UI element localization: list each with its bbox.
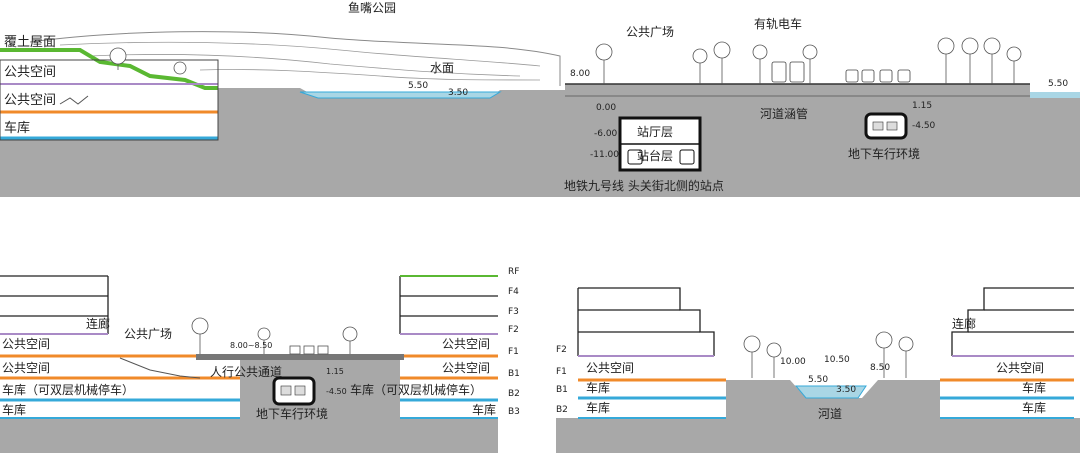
br-floor-label-f1: F1 [556, 367, 567, 377]
green-roof-label: 覆土屋面 [4, 35, 56, 50]
floor-label-rf: RF [508, 267, 519, 277]
garage-double-label-l: 车库（可双层机械停车） [2, 382, 134, 397]
pedestrian-passage-label: 人行公共通道 [210, 365, 282, 379]
elev-plaza-bl: 8.00~8.50 [230, 341, 272, 350]
br-garage-label-r2: 车库 [1022, 400, 1046, 415]
elev-m600: -6.00 [594, 129, 618, 139]
bottom-right-section: F2 F1 B1 B2 公共空间 公共空间 车库 车库 车库 车库 连廊 河道 … [556, 287, 1080, 453]
floor-label-f2: F2 [508, 325, 519, 335]
garage-label-r: 车库 [472, 402, 496, 417]
br-elev-550: 5.50 [808, 375, 828, 385]
park-mound-outline [29, 31, 561, 86]
garage-double-label-r: 车库（可双层机械停车） [350, 382, 482, 397]
right-building-floors [399, 275, 498, 334]
br-elev-850: 8.50 [870, 363, 890, 373]
floor-label-b3: B3 [508, 407, 520, 417]
river-water-br [794, 385, 867, 399]
floor-label-b1: B1 [508, 369, 520, 379]
bottom-left-section: RF F4 F3 F2 F1 B1 B2 B3 连廊 公共广场 公共空间 公共空… [0, 267, 520, 453]
elev-000: 0.00 [596, 103, 616, 113]
garage-label: 车库 [4, 120, 30, 136]
tram-label: 有轨电车 [754, 16, 802, 31]
public-plaza-label-bl: 公共广场 [124, 327, 172, 341]
br-left-building [577, 287, 715, 356]
underground-road-tunnel-top [864, 112, 908, 140]
br-public-space-label-r: 公共空间 [996, 361, 1044, 375]
tree-icons-bottom-left [191, 317, 358, 355]
floor-label-f1: F1 [508, 347, 519, 357]
public-space-label-r1: 公共空间 [442, 337, 490, 351]
metro-caption: 地铁九号线 头关街北侧的站点 [564, 178, 724, 193]
elev-m450: -4.50 [912, 121, 936, 131]
underground-road-tunnel-bl [272, 376, 316, 406]
public-space-label-l2: 公共空间 [2, 361, 50, 375]
tree-icons-top [109, 37, 1022, 84]
green-roof-line [0, 48, 218, 90]
public-plaza-label: 公共广场 [626, 25, 674, 39]
public-space-label-2: 公共空间 [4, 93, 56, 108]
br-right-building [951, 287, 1074, 356]
floor-label-f4: F4 [508, 287, 519, 297]
elev-800: 8.00 [570, 69, 590, 79]
elev-m1100: -11.00 [590, 150, 619, 160]
elev-550-right: 5.50 [1048, 79, 1068, 89]
public-space-label-l1: 公共空间 [2, 337, 50, 351]
bottom-left-ground [0, 358, 498, 453]
top-ground [0, 84, 1080, 197]
park-title: 鱼嘴公园 [348, 1, 396, 15]
bottom-right-ground [556, 380, 1080, 453]
platform-label: 站台层 [637, 148, 673, 163]
top-section: 鱼嘴公园 覆土屋面 公共空间 公共空间 车库 水面 公共广场 有轨电车 河道涵管… [0, 1, 1080, 197]
elev-115: 1.15 [912, 101, 932, 111]
br-garage-label-l1: 车库 [586, 380, 610, 395]
br-public-space-label-l: 公共空间 [586, 361, 634, 375]
river-culvert-label: 河道涵管 [760, 106, 808, 121]
br-elev-350: 3.50 [836, 385, 856, 395]
br-garage-label-l2: 车库 [586, 400, 610, 415]
underground-road-label-top: 地下车行环境 [848, 146, 920, 161]
right-water-top [1030, 92, 1080, 98]
br-floor-label-b1: B1 [556, 385, 568, 395]
left-building-floors [0, 275, 109, 334]
water-surface-label: 水面 [430, 61, 454, 75]
br-elev-1000: 10.00 [780, 357, 806, 367]
br-elev-1050: 10.50 [824, 355, 850, 365]
tram-icons [771, 61, 911, 83]
elev-550-left: 5.50 [408, 81, 428, 91]
public-space-label-r2: 公共空间 [442, 361, 490, 375]
br-floor-label-f2: F2 [556, 345, 567, 355]
river-water-top [299, 91, 502, 99]
elev-350: 3.50 [448, 88, 468, 98]
br-corridor-label: 连廊 [952, 316, 976, 331]
tree-icons-bottom-right [743, 331, 914, 378]
floor-label-column: RF F4 F3 F2 F1 B1 B2 B3 [508, 267, 520, 417]
garage-label-l: 车库 [2, 402, 26, 417]
public-space-label-1: 公共空间 [4, 65, 56, 80]
floor-label-b2: B2 [508, 389, 520, 399]
floor-label-f3: F3 [508, 307, 519, 317]
station-hall-label: 站厅层 [637, 125, 673, 139]
corridor-label-bl: 连廊 [86, 316, 110, 331]
elev-115-bl: 1.15 [326, 367, 344, 376]
br-garage-label-r1: 车库 [1022, 380, 1046, 395]
br-river-label: 河道 [818, 407, 842, 421]
plaza-deck [196, 354, 404, 360]
br-floor-label-b2: B2 [556, 405, 568, 415]
elev-m450-bl: -4.50 [326, 387, 347, 396]
underground-road-label-bl: 地下车行环境 [256, 406, 328, 421]
